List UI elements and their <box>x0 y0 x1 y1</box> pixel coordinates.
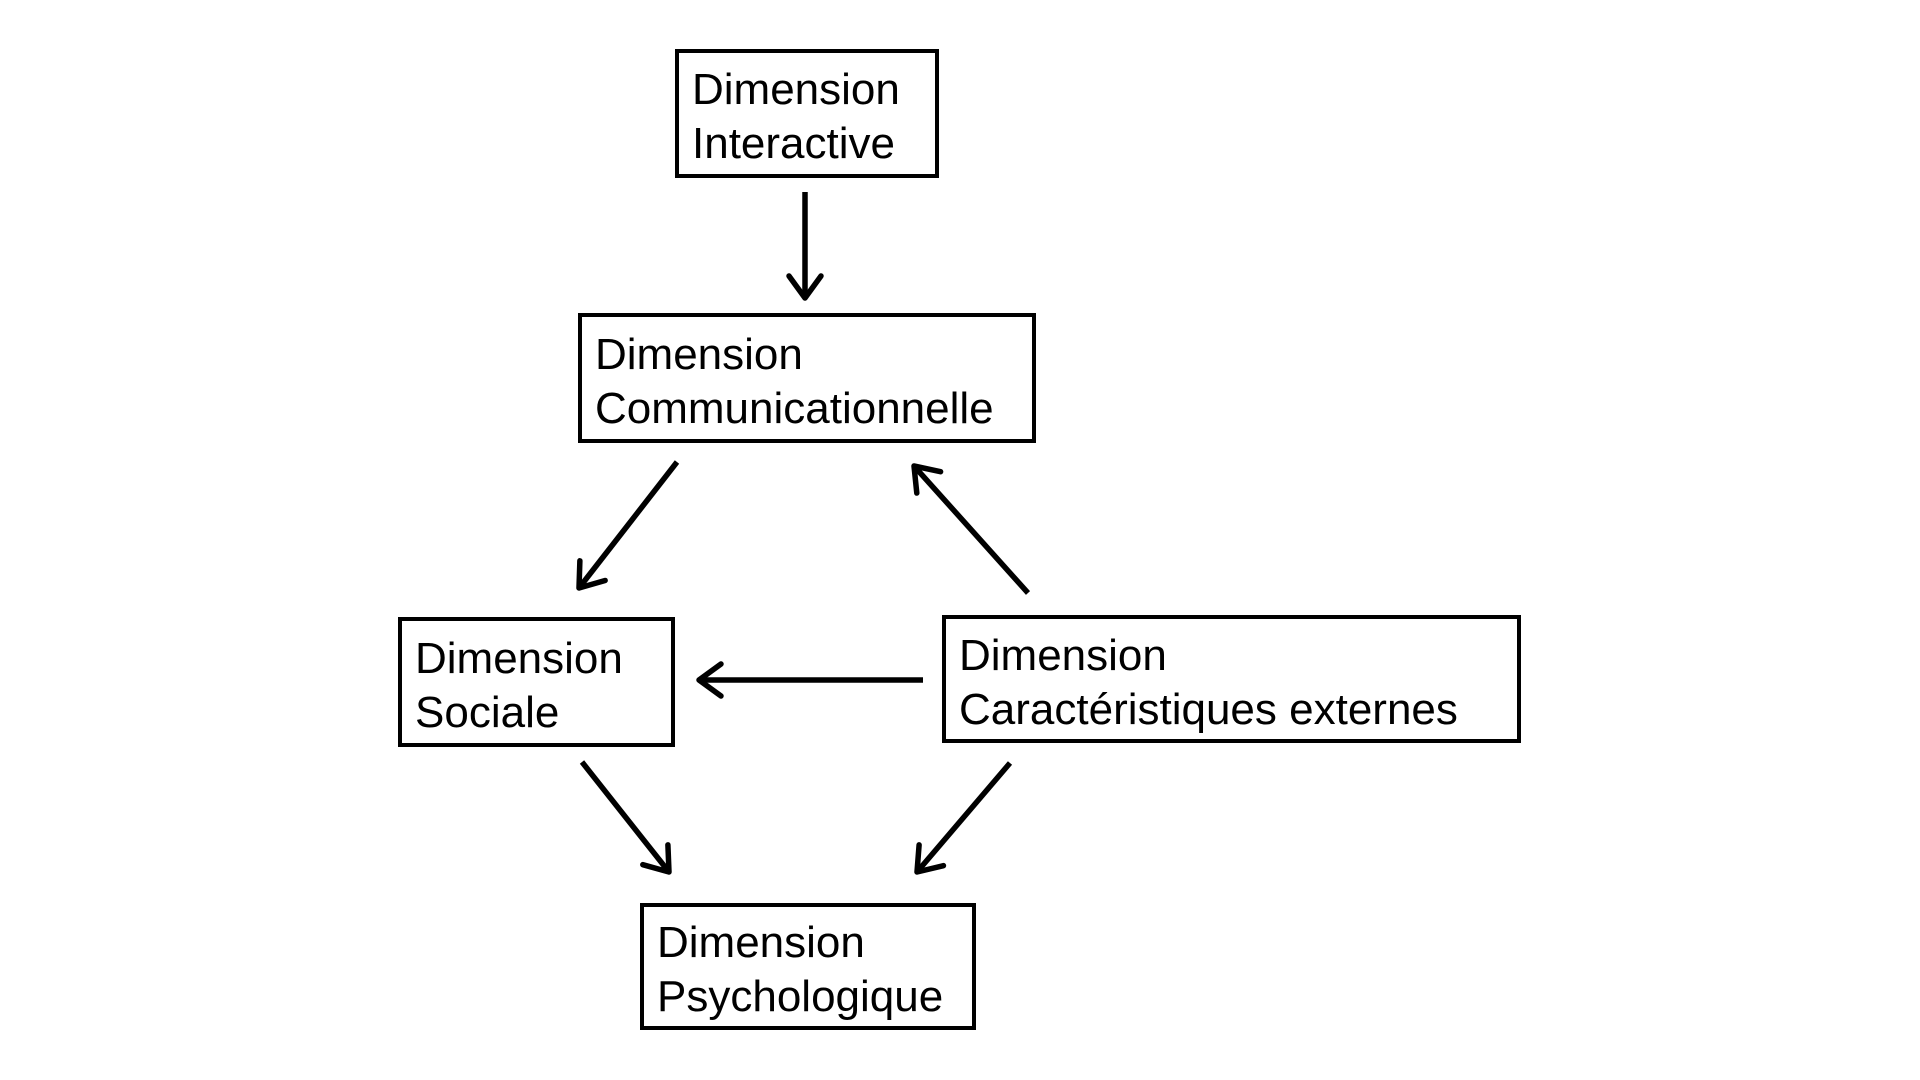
arrow-communicationnelle-to-sociale <box>576 460 680 591</box>
node-dimension-interactive: Dimension Interactive <box>675 49 939 178</box>
node-label-line: Dimension <box>415 633 623 683</box>
node-dimension-sociale: Dimension Sociale <box>398 617 675 747</box>
node-label-line: Dimension <box>692 65 900 114</box>
node-label-line: Caractéristiques externes <box>959 684 1458 734</box>
node-dimension-communicationnelle: Dimension Communicationnelle <box>578 313 1036 443</box>
node-label-line: Dimension <box>657 918 865 967</box>
node-label-line: Interactive <box>692 119 895 168</box>
arrow-caracteristiques-to-communicationnelle <box>911 463 1031 595</box>
node-label-line: Dimension <box>595 329 803 379</box>
node-label-line: Communicationnelle <box>595 383 994 433</box>
node-dimension-caracteristiques-externes: Dimension Caractéristiques externes <box>942 615 1521 743</box>
node-label-line: Sociale <box>415 687 560 737</box>
node-label-line: Dimension <box>959 630 1167 680</box>
node-dimension-psychologique: Dimension Psychologique <box>640 903 976 1030</box>
arrow-caracteristiques-to-psychologique <box>914 761 1013 875</box>
node-label-line: Psychologique <box>657 972 944 1021</box>
arrow-sociale-to-psychologique <box>579 760 672 875</box>
